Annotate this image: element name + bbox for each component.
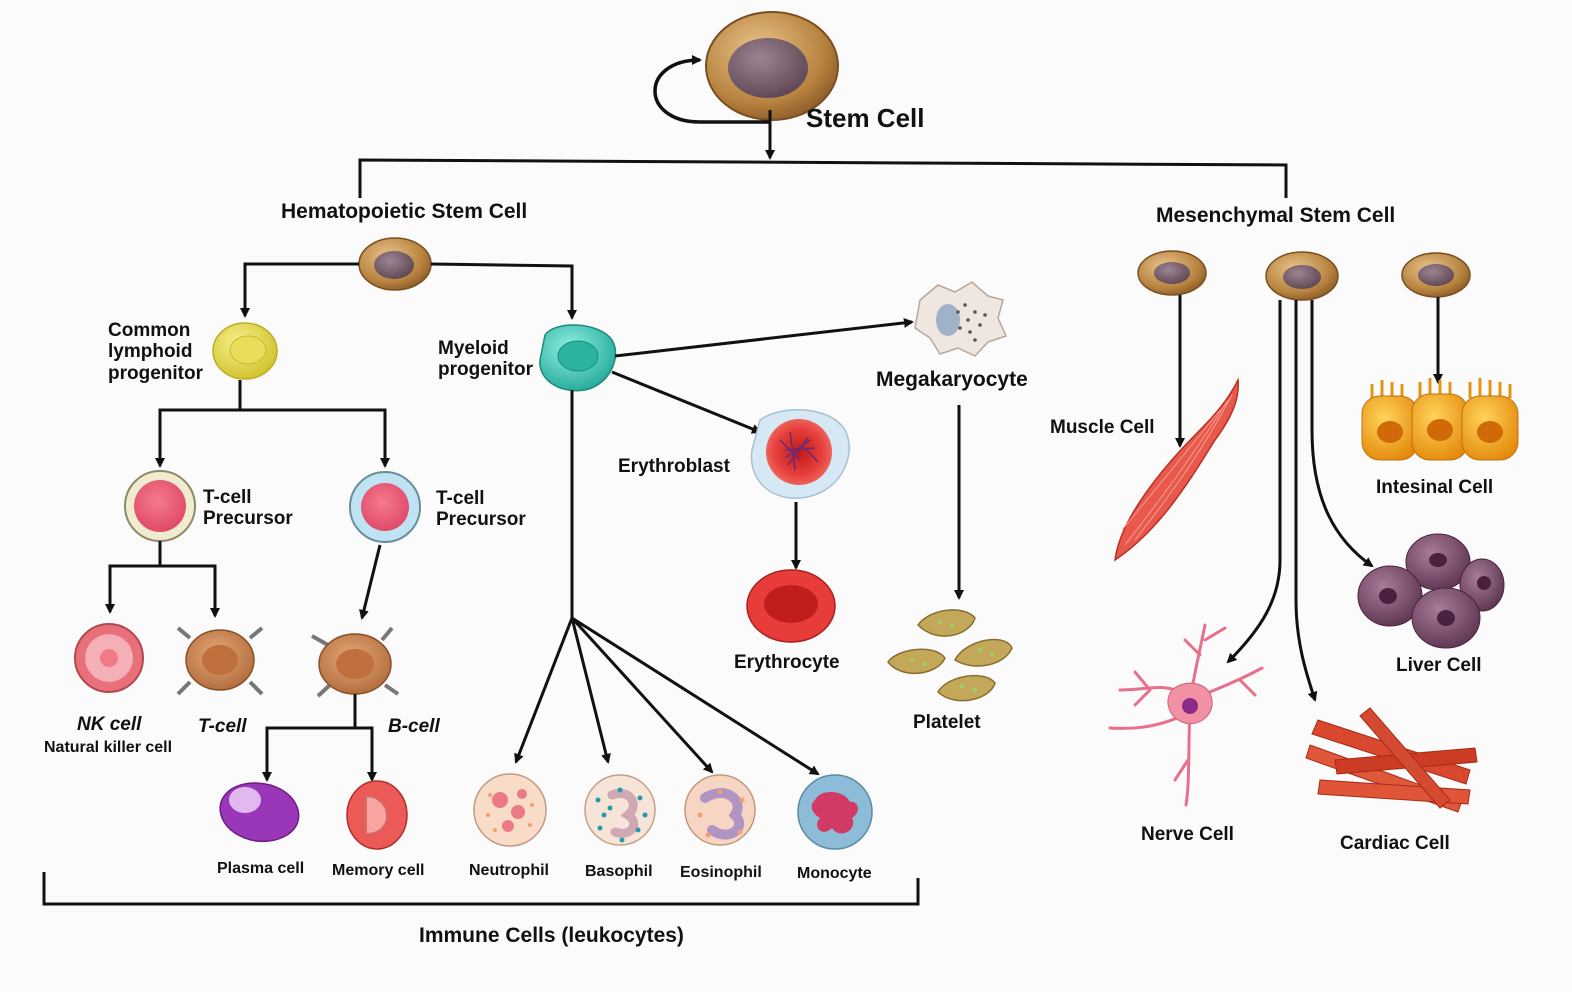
intestinal-cell-icon — [1361, 378, 1519, 461]
cardiac-cell-label: Cardiac Cell — [1340, 833, 1450, 854]
stem-cell-icon — [705, 11, 839, 121]
monocyte-label: Monocyte — [797, 865, 872, 882]
megakaryocyte-label: Megakaryocyte — [876, 368, 1028, 391]
nerve-cell-label: Nerve Cell — [1141, 824, 1234, 845]
erythroblast-icon — [750, 409, 850, 499]
t-precursor-1-icon — [124, 470, 196, 542]
megakaryocyte-icon — [914, 281, 1008, 357]
eosinophil-icon — [684, 774, 756, 846]
myeloid-progenitor-icon — [539, 324, 617, 392]
eosinophil-label: Eosinophil — [680, 864, 762, 881]
platelet-icon — [887, 609, 1013, 702]
nerve-cell-icon — [1108, 623, 1264, 807]
b-cell-label: B-cell — [388, 716, 440, 737]
plasma-cell-label: Plasma cell — [217, 860, 305, 877]
erythroblast-label: Erythroblast — [618, 456, 730, 477]
t-cell-icon — [176, 626, 264, 696]
t-cell-label: T-cell — [198, 716, 247, 737]
immune-bracket — [42, 872, 920, 906]
stem-cell-label: Stem Cell — [806, 103, 925, 133]
basophil-icon — [584, 774, 656, 846]
monocyte-icon — [797, 774, 873, 850]
erythrocyte-label: Erythrocyte — [734, 652, 840, 673]
erythrocyte-icon — [746, 569, 836, 643]
immune-cells-label: Immune Cells (leukocytes) — [419, 924, 684, 947]
plasma-cell-icon — [219, 782, 300, 843]
b-cell-icon — [311, 626, 400, 698]
cardiac-cell-icon — [1305, 707, 1478, 813]
platelet-label: Platelet — [913, 712, 981, 733]
memory-cell-label: Memory cell — [332, 862, 425, 879]
hematopoietic-stem-cell-icon — [358, 237, 432, 291]
liver-cell-icon — [1357, 533, 1505, 649]
t-precursor-2-label: T-cell Precursor — [436, 488, 526, 531]
intestinal-cell-label: Intesinal Cell — [1376, 477, 1494, 498]
hematopoietic-label: Hematopoietic Stem Cell — [281, 200, 528, 223]
common-lymphoid-label: Common lymphoid progenitor — [108, 320, 203, 384]
nk-cell-sublabel: Natural killer cell — [44, 739, 173, 756]
mesenchymal-cell-center-icon — [1265, 251, 1339, 301]
lymphoid-progenitor-icon — [212, 322, 278, 380]
mesenchymal-cell-right-icon — [1401, 252, 1471, 298]
neutrophil-label: Neutrophil — [469, 862, 549, 879]
liver-cell-label: Liver Cell — [1396, 655, 1482, 676]
memory-cell-icon — [346, 780, 408, 850]
nk-cell-label: NK cell — [77, 714, 142, 735]
t-precursor-1-label: T-cell Precursor — [203, 487, 293, 530]
basophil-label: Basophil — [585, 863, 653, 880]
mesenchymal-label: Mesenchymal Stem Cell — [1156, 204, 1396, 227]
neutrophil-icon — [473, 773, 547, 847]
myeloid-label: Myeloid progenitor — [438, 338, 533, 381]
muscle-cell-label: Muscle Cell — [1050, 417, 1155, 438]
mesenchymal-cell-left-icon — [1137, 250, 1207, 296]
nk-cell-icon — [74, 623, 144, 693]
muscle-cell-icon — [1114, 377, 1239, 562]
t-precursor-2-icon — [349, 471, 421, 543]
